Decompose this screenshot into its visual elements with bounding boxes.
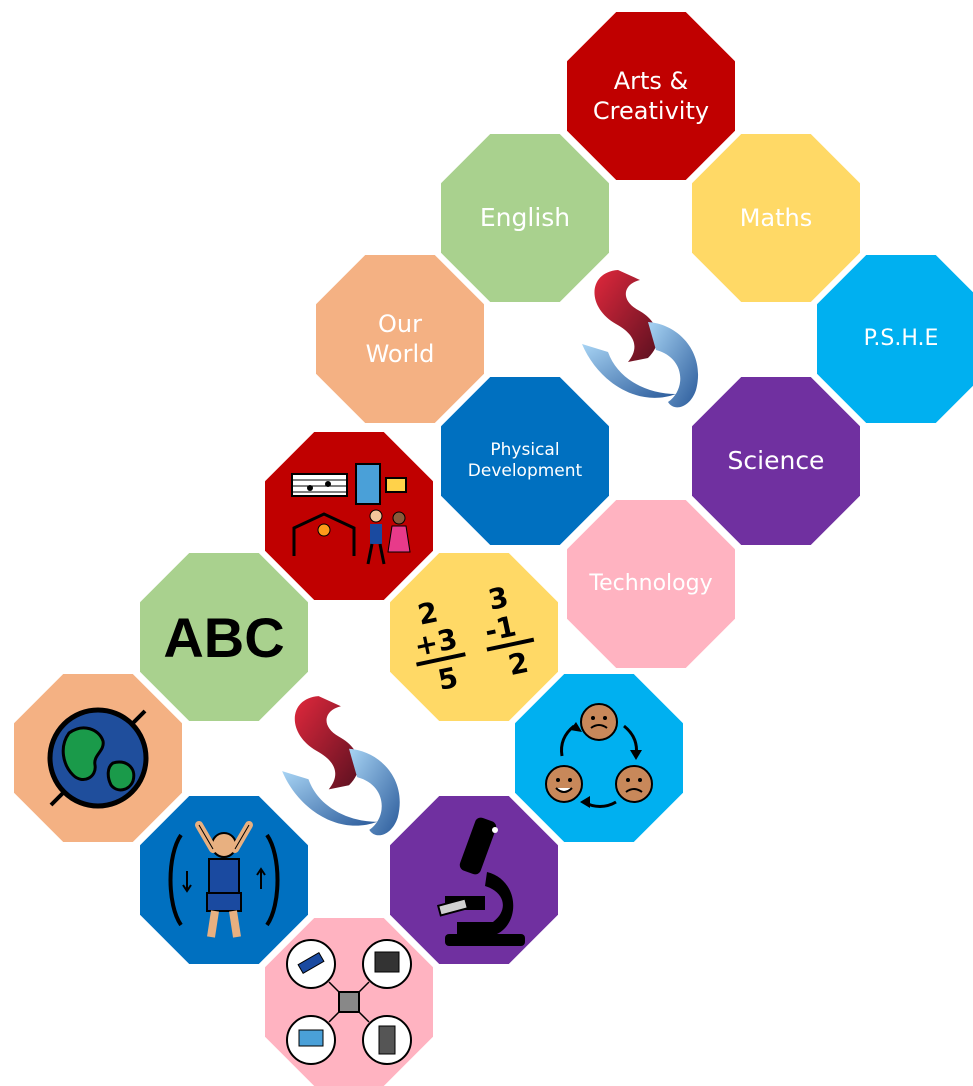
music-art-sport-icon [291, 463, 411, 565]
our-world-icon-tile [14, 674, 182, 842]
physical-development-label: Physical Development [467, 439, 583, 481]
physical-icon-tile [140, 796, 308, 964]
english-label: English [479, 203, 571, 233]
exercise-icon [168, 821, 280, 938]
arts-creativity-tile: Arts & Creativity [567, 12, 735, 180]
devices-icon [286, 939, 412, 1065]
technology-tile: Technology [567, 500, 735, 668]
maths-tile: Maths [692, 134, 860, 302]
microscope-icon [436, 817, 525, 946]
svg-text:5: 5 [435, 661, 461, 692]
our-world-tile: Our World [316, 255, 484, 423]
emotions-cycle-icon [545, 703, 653, 808]
svg-text:2: 2 [505, 646, 531, 682]
globe-icon [47, 707, 149, 809]
technology-label: Technology [589, 571, 713, 597]
svg-text:-1: -1 [482, 609, 519, 648]
s-logo-icon [282, 696, 400, 836]
english-tile: English [441, 134, 609, 302]
maths-label: Maths [739, 204, 813, 232]
science-tile: Science [692, 377, 860, 545]
science-label: Science [727, 446, 825, 476]
english-icon-tile: ABC [140, 553, 308, 721]
science-icon-tile [390, 796, 558, 964]
arts-icon-tile [265, 432, 433, 600]
physical-development-tile: Physical Development [441, 377, 609, 545]
technology-icon-tile [265, 918, 433, 1086]
pshe-label: P.S.H.E [863, 326, 939, 352]
arts-creativity-label: Arts & Creativity [592, 67, 710, 125]
abc-icon: ABC [163, 605, 285, 669]
sums-icon: 2 +3 5 3 -1 2 [411, 582, 535, 692]
maths-icon-tile: 2 +3 5 3 -1 2 [390, 553, 558, 721]
s-logo-icon [582, 270, 699, 408]
our-world-label: Our World [365, 310, 435, 368]
pshe-icon-tile [515, 674, 683, 842]
pshe-tile: P.S.H.E [817, 255, 973, 423]
